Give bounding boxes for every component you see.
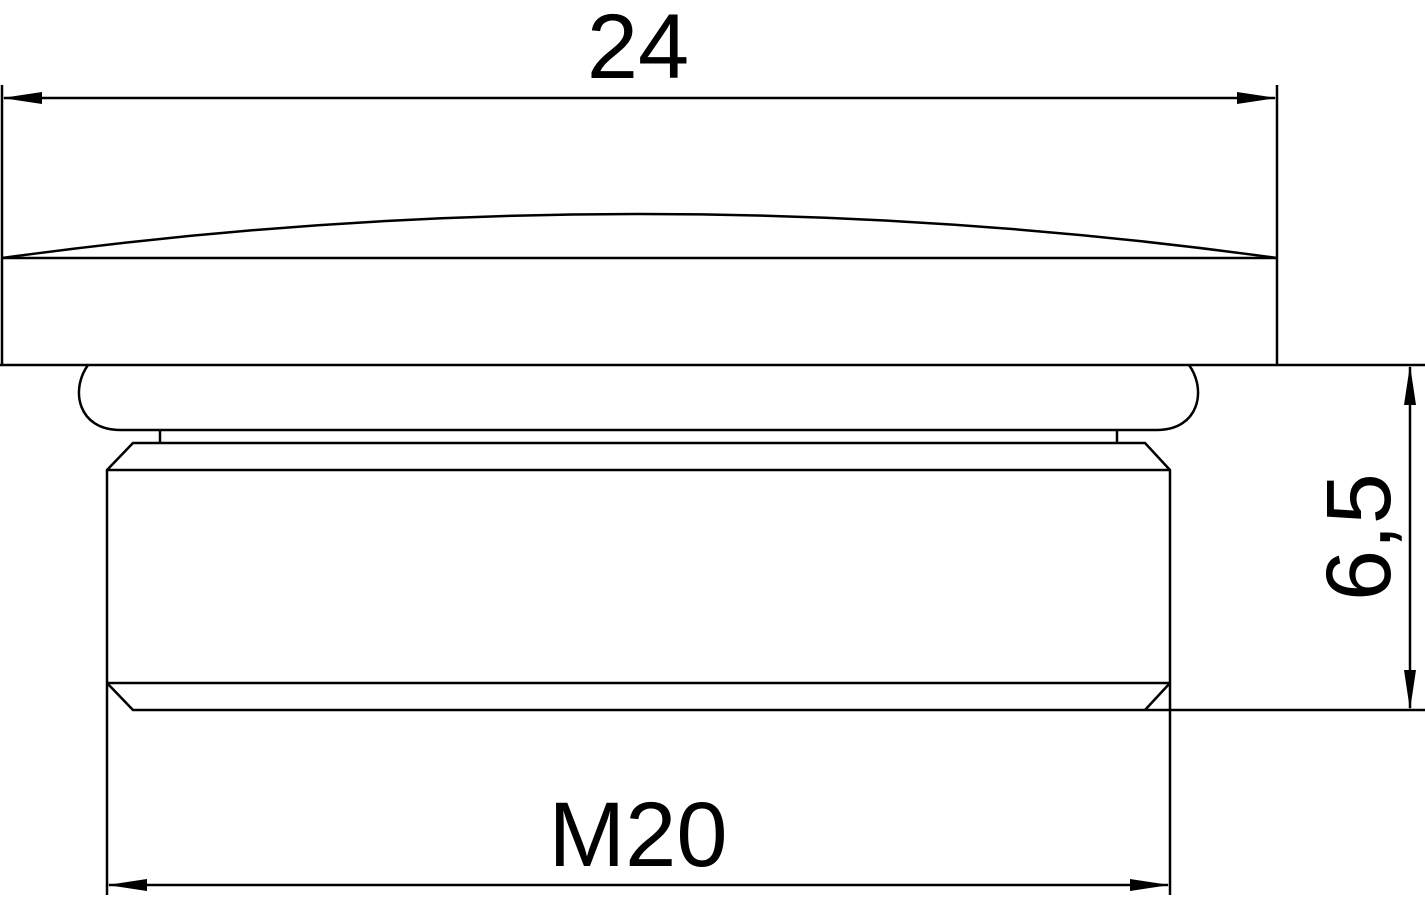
height-dimension: 6,5 (1308, 365, 1416, 710)
cap (0, 85, 1425, 367)
thread-label: M20 (549, 784, 728, 886)
width-label: 24 (587, 0, 689, 98)
thread-body (105, 441, 1425, 895)
o-ring (77, 364, 1200, 443)
height-label: 6,5 (1308, 473, 1410, 601)
width-dimension: 24 (2, 0, 1277, 104)
thread-dimension: M20 (107, 784, 1170, 891)
